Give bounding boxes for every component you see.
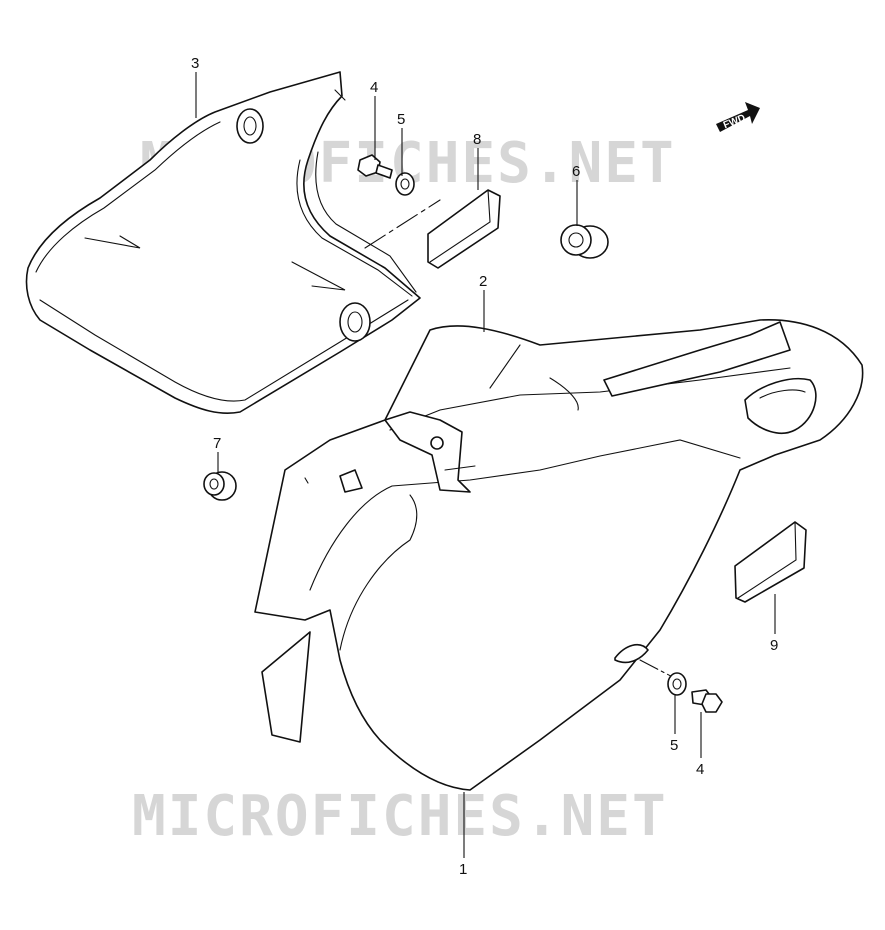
callout-3: 3 [191,55,199,72]
callout-6: 6 [572,163,580,180]
watermark-bottom: MICROFICHES.NET [132,784,668,849]
callout-4-lower: 4 [696,761,704,778]
callout-9: 9 [770,637,778,654]
part-6-grommet [560,224,609,259]
callout-4-upper: 4 [370,79,378,96]
callout-5-upper: 5 [397,111,405,128]
callout-2: 2 [479,273,487,290]
callout-8: 8 [473,131,481,148]
part-4-upper-bolt [357,154,393,179]
part-3-side-cover [25,71,421,415]
fwd-label: FWD [722,113,747,132]
part-4-lower-bolt [691,689,723,713]
part-9-pad [734,521,807,603]
callout-5-lower: 5 [670,737,678,754]
part-7-grommet [203,471,237,501]
callout-1: 1 [459,861,467,878]
part-1-side-cover [254,318,864,791]
part-5-upper-washer [395,172,415,196]
forward-arrow-icon: FWD [716,102,760,132]
part-5-lower-washer [667,672,687,696]
assembly-line-upper [364,199,441,249]
callout-7: 7 [213,435,221,452]
part-8-pad [427,189,501,269]
